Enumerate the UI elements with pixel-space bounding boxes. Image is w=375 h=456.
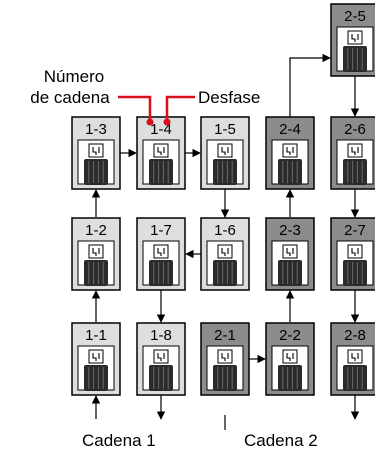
annotation-chain-number-line2: de cadena — [30, 88, 110, 107]
connector-icon — [88, 244, 104, 259]
chain-labels: Cadena 1 Cadena 2 — [82, 431, 318, 450]
battery-icon — [213, 365, 237, 391]
battery-icon — [84, 159, 108, 185]
panel-label: 2-2 — [279, 327, 301, 344]
panel-label: 1-7 — [150, 222, 172, 239]
connector-icon — [282, 143, 298, 158]
annotation-chain-number-line1: Número — [44, 67, 104, 86]
panel-label: 1-2 — [85, 222, 107, 239]
chain-number-bracket — [118, 95, 152, 120]
panel-label: 1-6 — [214, 222, 236, 239]
chain-2-label: Cadena 2 — [244, 431, 318, 450]
panel-label: 2-3 — [279, 222, 301, 239]
connector-icon — [217, 143, 233, 158]
connector-lines — [91, 53, 360, 430]
annotation-offset: Desfase — [198, 88, 260, 107]
panel-1-4: 1-4 — [136, 116, 186, 190]
panel-2-1: 2-1 — [200, 322, 250, 396]
panel-2-8: 2-8 — [330, 322, 375, 396]
panel-2-7: 2-7 — [330, 217, 375, 291]
panel-label: 1-8 — [150, 327, 172, 344]
panel-1-7: 1-7 — [136, 217, 186, 291]
arrow-2-4-to-2-5 — [289, 53, 331, 117]
panel-2-4: 2-4 — [265, 116, 315, 190]
panel-label: 2-7 — [344, 222, 366, 239]
panel-1-2: 1-2 — [71, 217, 121, 291]
panel-label: 2-1 — [214, 327, 236, 344]
panel-1-5: 1-5 — [200, 116, 250, 190]
panel-label: 2-5 — [344, 8, 366, 25]
panel-grid: 1-1 1-2 1-3 1-4 1-5 1-6 1-7 1-8 2-1 2-2 2-3 2-4 2-5 2… — [71, 3, 375, 396]
chain-number-marker — [146, 118, 154, 126]
connector-icon — [217, 244, 233, 259]
connector-icon — [282, 349, 298, 364]
panel-label: 2-6 — [344, 121, 366, 138]
battery-icon — [84, 365, 108, 391]
connector-icon — [347, 30, 363, 45]
panel-2-6: 2-6 — [330, 116, 375, 190]
panel-1-8: 1-8 — [136, 322, 186, 396]
connector-icon — [88, 349, 104, 364]
battery-icon — [343, 365, 367, 391]
battery-icon — [343, 260, 367, 286]
chain-1-label: Cadena 1 — [82, 431, 156, 450]
offset-marker — [163, 118, 171, 126]
panel-1-1: 1-1 — [71, 322, 121, 396]
battery-icon — [343, 159, 367, 185]
battery-icon — [149, 159, 173, 185]
connector-icon — [282, 244, 298, 259]
panel-2-3: 2-3 — [265, 217, 315, 291]
battery-icon — [213, 159, 237, 185]
battery-icon — [149, 260, 173, 286]
connector-icon — [217, 349, 233, 364]
connector-icon — [347, 349, 363, 364]
connector-icon — [153, 143, 169, 158]
connector-icon — [347, 143, 363, 158]
panel-2-2: 2-2 — [265, 322, 315, 396]
battery-icon — [84, 260, 108, 286]
connector-icon — [153, 244, 169, 259]
connector-icon — [88, 143, 104, 158]
battery-icon — [278, 365, 302, 391]
battery-icon — [213, 260, 237, 286]
battery-icon — [278, 260, 302, 286]
battery-icon — [343, 46, 367, 72]
battery-icon — [278, 159, 302, 185]
panel-1-3: 1-3 — [71, 116, 121, 190]
panel-label: 1-5 — [214, 121, 236, 138]
panel-label: 2-4 — [279, 121, 301, 138]
panel-label: 2-8 — [344, 327, 366, 344]
panel-2-5: 2-5 — [330, 3, 375, 77]
panel-1-6: 1-6 — [200, 217, 250, 291]
panel-label: 1-3 — [85, 121, 107, 138]
connector-icon — [153, 349, 169, 364]
offset-bracket — [165, 95, 195, 120]
panel-label: 1-1 — [85, 327, 107, 344]
battery-icon — [149, 365, 173, 391]
connector-icon — [347, 244, 363, 259]
annotations: Número de cadena Desfase — [30, 67, 260, 126]
